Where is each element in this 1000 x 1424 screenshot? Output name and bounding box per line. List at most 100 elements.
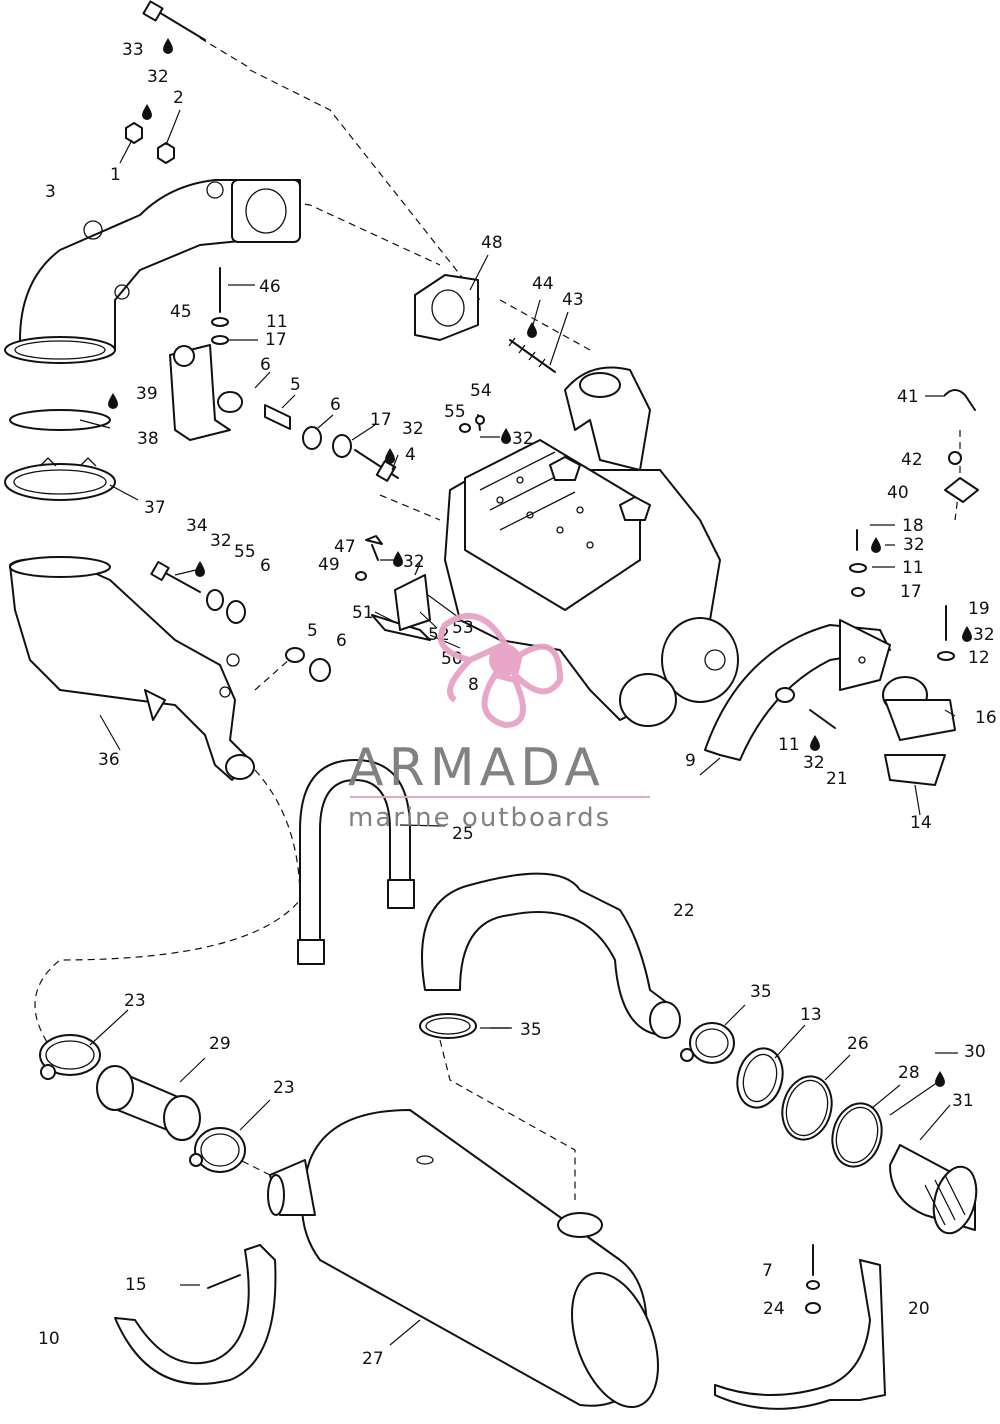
callout-48: 48 [481, 233, 503, 253]
rear-bracket [704, 529, 956, 786]
callout-14: 14 [910, 813, 932, 833]
callout-43: 43 [562, 290, 584, 310]
callout-37: 37 [144, 498, 166, 518]
pipe-sleeve-clamps [39, 1034, 246, 1173]
callout-32-h: 32 [803, 753, 825, 773]
callout-28: 28 [898, 1063, 920, 1083]
callout-27: 27 [362, 1349, 384, 1369]
callout-30: 30 [964, 1042, 986, 1062]
brand-tagline: marine outboards [348, 803, 611, 833]
callout-25: 25 [452, 824, 474, 844]
callout-40: 40 [887, 483, 909, 503]
callout-44: 44 [532, 274, 554, 294]
callout-46: 46 [259, 277, 281, 297]
callout-3: 3 [45, 182, 56, 202]
callout-47: 47 [334, 537, 356, 557]
callout-32-g: 32 [973, 625, 995, 645]
lubricant-drop-icons [108, 38, 972, 1087]
callout-7: 7 [762, 1261, 773, 1281]
callout-55-a: 55 [444, 402, 466, 422]
callout-labels: 1 2 3 4 5 5 6 6 6 6 7 8 9 10 11 11 11 12… [38, 40, 997, 1369]
callout-2: 2 [173, 88, 184, 108]
callout-17-b: 17 [370, 410, 392, 430]
outlet-rings [736, 1047, 978, 1235]
muffler-straps [114, 1244, 886, 1410]
hose-strap [297, 759, 415, 965]
bracket-hardware-top [944, 389, 979, 503]
callout-31: 31 [952, 1091, 974, 1111]
exhaust-manifold [4, 179, 301, 364]
engine-fasteners [355, 414, 485, 641]
engine [444, 366, 739, 727]
callout-5-bracket: 5 [290, 375, 301, 395]
callout-35-a: 35 [520, 1020, 542, 1040]
callout-6-c: 6 [260, 556, 271, 576]
callout-53: 53 [452, 618, 474, 638]
callout-35-b: 35 [750, 982, 772, 1002]
bolt-washers-top [125, 0, 206, 164]
callout-4: 4 [405, 445, 416, 465]
callout-33: 33 [122, 40, 144, 60]
muffler [267, 1109, 659, 1409]
mounting-bracket [169, 267, 399, 482]
callout-42: 42 [901, 450, 923, 470]
water-hose [421, 872, 681, 1039]
callout-20: 20 [908, 1299, 930, 1319]
armada-watermark: ARMADA marine outboards [348, 613, 650, 833]
callout-13: 13 [800, 1005, 822, 1025]
callout-18: 18 [902, 516, 924, 536]
callout-32-c: 32 [512, 429, 534, 449]
callout-6-a: 6 [260, 355, 271, 375]
callout-6-d: 6 [336, 631, 347, 651]
callout-32-b: 32 [402, 419, 424, 439]
callout-45: 45 [170, 302, 192, 322]
brand-name: ARMADA [348, 738, 605, 798]
callout-55-b: 55 [234, 542, 256, 562]
propeller-logo-icon [437, 613, 564, 729]
callout-49: 49 [318, 555, 340, 575]
callout-9: 9 [685, 751, 696, 771]
callout-17-c: 17 [900, 582, 922, 602]
callout-11-a: 11 [266, 312, 288, 332]
callout-23-a: 23 [124, 991, 146, 1011]
callout-11-b: 11 [902, 558, 924, 578]
callout-34: 34 [186, 516, 208, 536]
manifold-gasket [414, 274, 479, 341]
callout-5-pipe: 5 [307, 621, 318, 641]
callout-10: 10 [38, 1329, 60, 1349]
callout-29: 29 [209, 1034, 231, 1054]
callout-15: 15 [125, 1275, 147, 1295]
callout-32-d: 32 [210, 531, 232, 551]
callout-16: 16 [975, 708, 997, 728]
leader-lines [79, 109, 956, 1346]
assembly-lines [34, 37, 961, 1200]
callout-12: 12 [968, 648, 990, 668]
callout-26: 26 [847, 1034, 869, 1054]
callout-23-b: 23 [273, 1078, 295, 1098]
callout-39: 39 [136, 384, 158, 404]
callout-1: 1 [110, 165, 121, 185]
exhaust-pipe [9, 556, 255, 781]
callout-22: 22 [673, 901, 695, 921]
callout-dashes [228, 284, 958, 1054]
callout-8: 8 [468, 675, 479, 695]
pipe-fasteners [150, 560, 331, 682]
callout-17-a: 17 [265, 330, 287, 350]
callout-11-c: 11 [778, 735, 800, 755]
callout-36: 36 [98, 750, 120, 770]
callout-6-b: 6 [330, 395, 341, 415]
callout-32-f: 32 [903, 535, 925, 555]
callout-19: 19 [968, 599, 990, 619]
hose-clamps [419, 1013, 735, 1064]
callout-32-e: 32 [403, 552, 425, 572]
callout-54: 54 [470, 381, 492, 401]
callout-38: 38 [137, 429, 159, 449]
callout-21: 21 [826, 769, 848, 789]
callout-51: 51 [352, 603, 374, 623]
sealing-rings [4, 409, 116, 501]
callout-41: 41 [897, 387, 919, 407]
callout-24: 24 [763, 1299, 785, 1319]
callout-32-a: 32 [147, 67, 169, 87]
